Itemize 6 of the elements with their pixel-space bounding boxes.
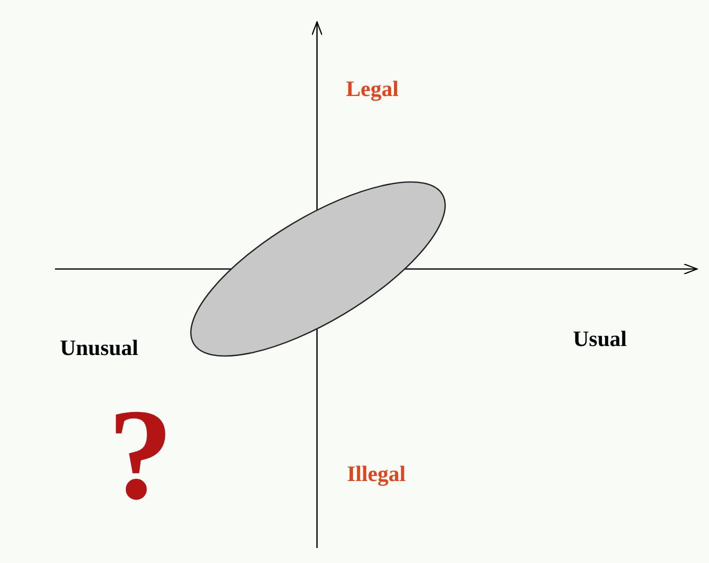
- quadrant-label: Legal: [346, 78, 399, 100]
- axis-label: Usual: [573, 328, 627, 350]
- axis-label: Unusual: [60, 337, 138, 359]
- quadrant-label: Illegal: [347, 463, 406, 485]
- ellipse-shape: [190, 181, 446, 357]
- question-mark: ?: [108, 390, 173, 520]
